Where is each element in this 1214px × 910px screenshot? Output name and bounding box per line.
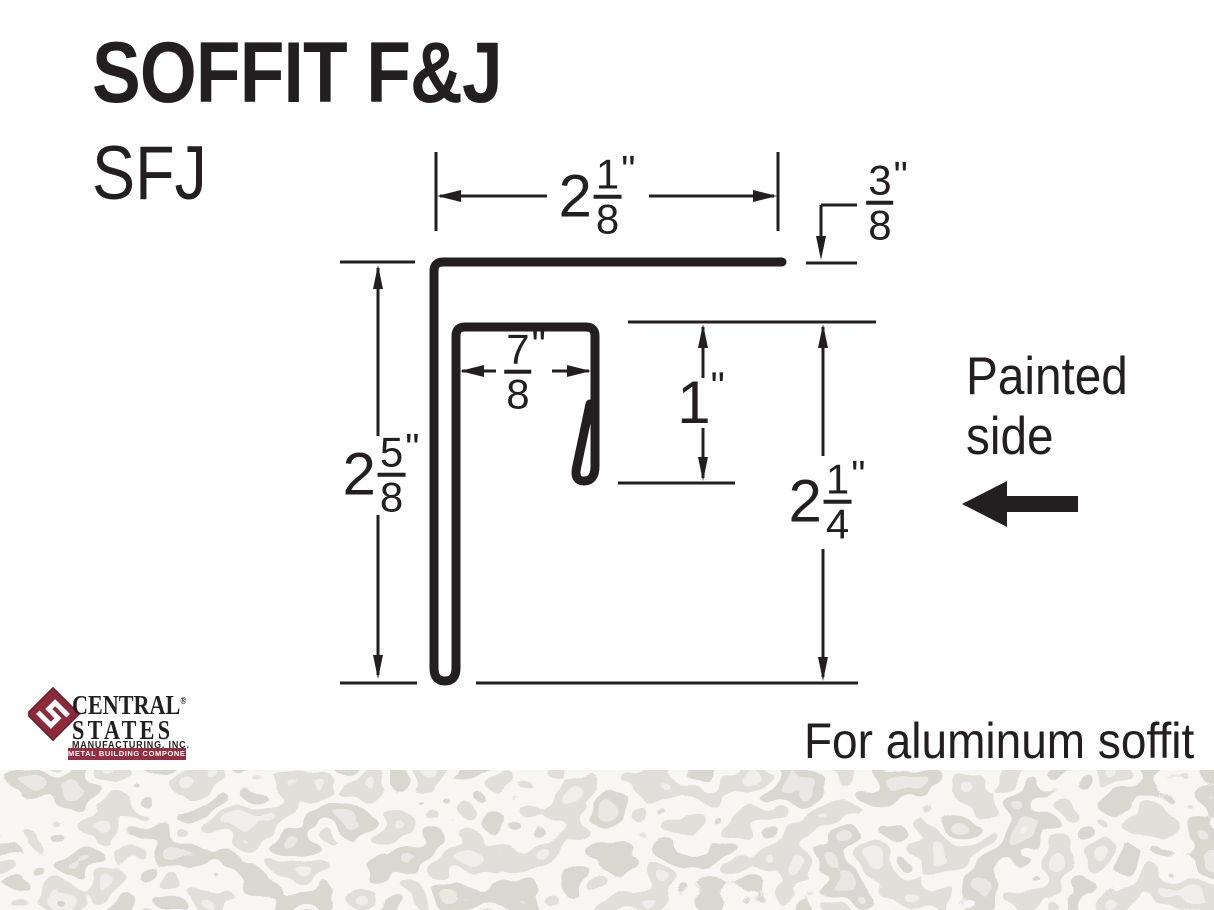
dimension-label-right-height: 2 1 4 " [788,453,866,548]
galvalume-texture [0,770,1214,910]
product-code: SFJ [92,131,207,216]
painted-side-label: Painted side [966,347,1128,466]
cs-diamond-logo-icon [28,686,80,742]
logo-name-states: STATES [72,715,174,745]
dimension-label-flange-drop: 3 8 " [866,154,908,249]
registered-mark: ® [180,696,187,707]
dimension-label-channel-width: 7 8 " [504,323,546,418]
page-title: SOFFIT F&J [92,25,503,121]
painted-side-arrow-icon [962,481,1078,527]
dimension-label-top-width: 2 1 8 " [558,148,636,243]
galvalume-banner: GALVALUME [0,770,1214,910]
dimension-label-left-height: 2 5 8 " [342,426,420,521]
logo-name-central: CENTRAL® [72,690,187,720]
logo-tagline-banner: METAL BUILDING COMPONENTS [68,748,203,760]
dimension-label-hook-depth: 1 " [677,365,725,436]
footnote: For aluminum soffit [803,713,1194,769]
central-states-logo: CENTRAL® STATES MANUFACTURING, INC. META… [28,684,206,764]
profile-outline [429,257,787,686]
